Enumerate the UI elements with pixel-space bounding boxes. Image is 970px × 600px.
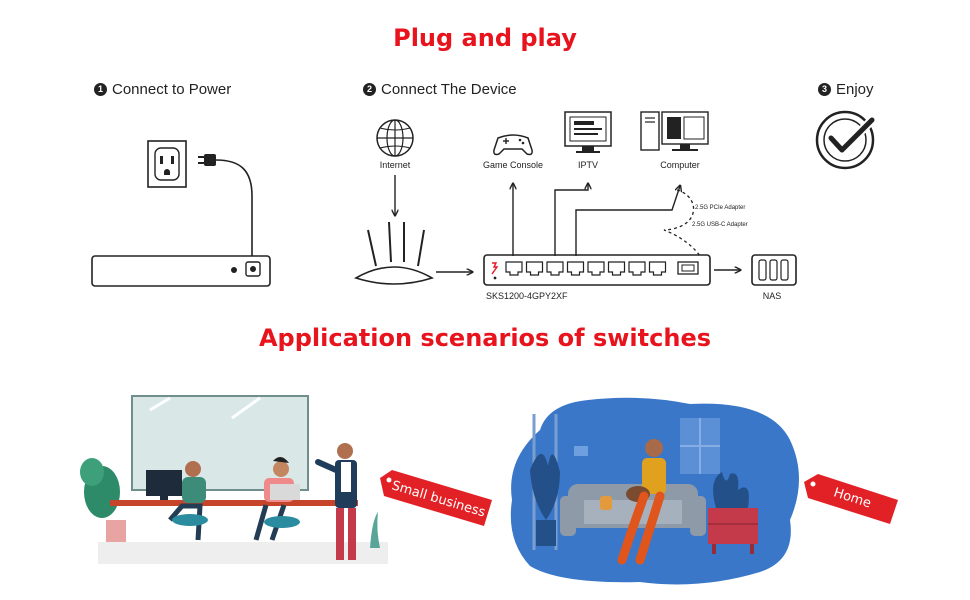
step-label: Connect to Power [112,81,232,98]
nas-label: NAS [762,291,782,301]
computer-icon [640,111,709,151]
small-business-tag [380,470,492,526]
usbc-adapter-label: 2.5G USB-C Adapter [692,222,748,228]
switch-model-label: SKS1200-4GPY2XF [486,291,568,301]
globe-icon [376,119,414,157]
step-label: Enjoy [836,81,874,98]
step-label: Connect The Device [381,81,517,98]
home-scene-illustration [510,397,799,585]
office-scene-illustration [80,395,388,564]
iptv-label: IPTV [577,160,598,170]
game-console-label: Game Console [482,160,544,170]
game-console-icon [493,134,533,156]
home-tag [804,474,898,524]
step-connect-power: 1 Connect to Power [94,81,231,98]
switch-ports [505,261,667,276]
ethernet-port-icon [566,261,585,276]
power-outlet-icon [147,140,187,188]
computer-label: Computer [660,160,700,170]
switch-side-icon [91,255,271,287]
step-number-badge: 1 [94,83,107,96]
ethernet-port-icon [648,261,667,276]
internet-label: Internet [379,160,411,170]
step-enjoy: 3 Enjoy [818,81,874,98]
ethernet-port-icon [546,261,564,276]
step-connect-device: 2 Connect The Device [363,81,517,98]
tv-icon [564,111,612,153]
ethernet-port-icon [587,261,605,276]
nas-icon [751,254,797,286]
plug-and-play-heading: Plug and play [393,24,577,52]
pcie-adapter-label: 2.5G PCIe Adapter [695,205,746,211]
power-plug-icon [198,154,253,258]
ethernet-port-icon [607,261,626,276]
step-number-badge: 2 [363,83,376,96]
ethernet-port-icon [628,261,646,276]
step-number-badge: 3 [818,83,831,96]
ethernet-port-icon [505,261,523,276]
router-icon [354,221,434,285]
checkmark-badge-icon [815,110,879,170]
ethernet-port-icon [525,261,544,276]
application-scenarios-heading: Application scenarios of switches [258,324,711,352]
sfp-port-icon [677,261,699,275]
